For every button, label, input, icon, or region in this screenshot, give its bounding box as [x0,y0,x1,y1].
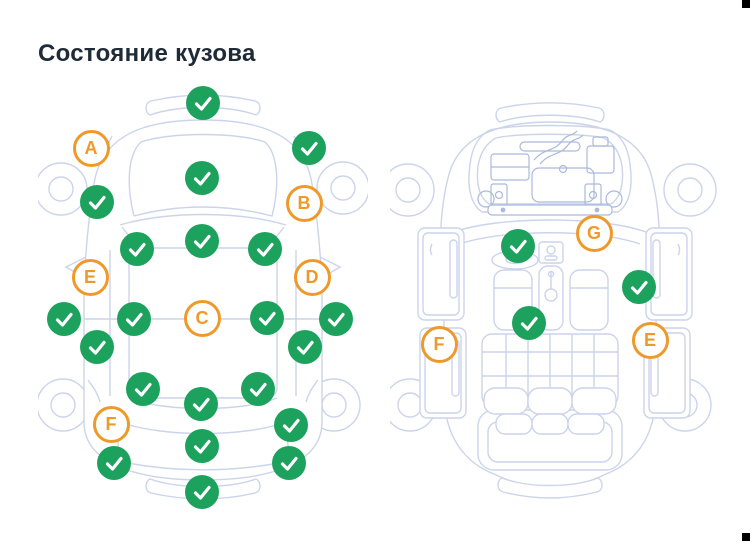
crop-mark-bottom-right-icon [742,533,750,541]
car-interior-diagram [390,102,717,499]
crop-mark-top-right-icon [742,0,750,8]
page-title: Состояние кузова [38,40,256,67]
car-exterior-diagram [38,94,368,500]
